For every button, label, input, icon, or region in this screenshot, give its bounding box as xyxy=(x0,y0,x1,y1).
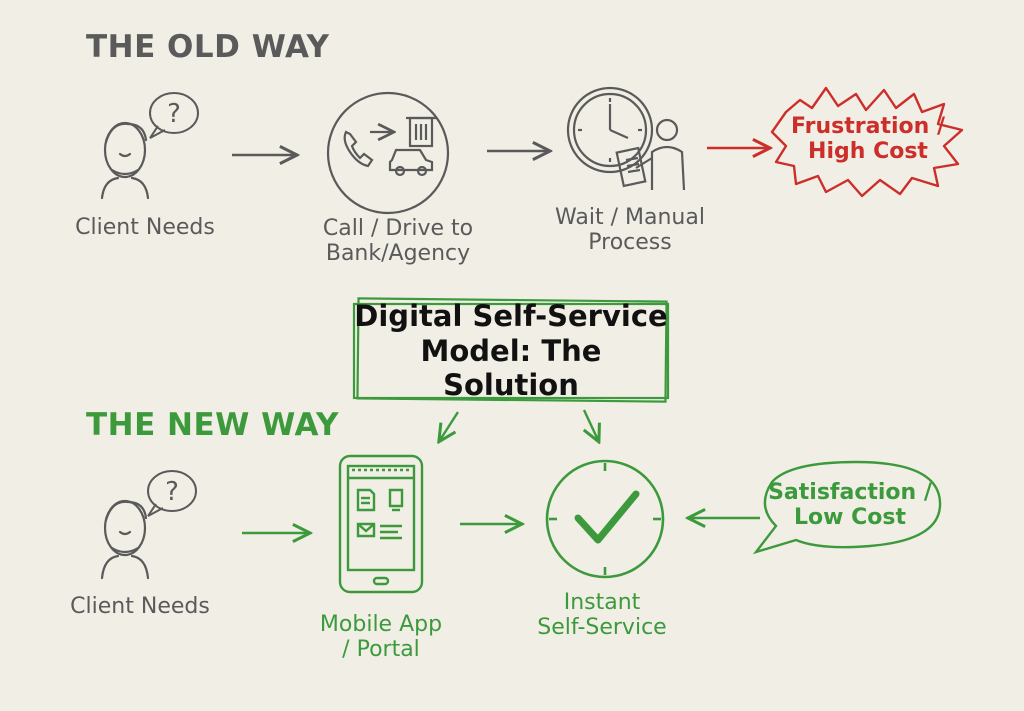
car-icon xyxy=(388,148,434,177)
new-step-client-needs: Client Needs xyxy=(70,594,210,619)
old-step-wait-manual: Wait / Manual Process xyxy=(555,205,705,256)
satisfaction-bubble-shape xyxy=(752,460,942,555)
clock-icon-old xyxy=(566,86,654,174)
call-drive-icon xyxy=(326,91,450,215)
old-step-wait-manual-text: Wait / Manual Process xyxy=(555,205,705,256)
old-step-call-drive-text: Call / Drive to Bank/Agency xyxy=(322,216,474,267)
svg-text:?: ? xyxy=(165,477,179,507)
satisfaction-line-1: Satisfaction / xyxy=(768,480,932,505)
solution-box: Digital Self-Service Model: The Solution xyxy=(354,299,668,403)
new-step-instant-self-service-text: Instant Self-Service xyxy=(537,590,667,641)
solution-line-2: Model: The Solution xyxy=(420,333,602,403)
question-bubble-icon-old: ? xyxy=(149,92,199,139)
checkmark-icon xyxy=(574,490,640,544)
frustration-line-1: Frustration / xyxy=(791,114,945,139)
new-step-mobile-app: Mobile App / Portal xyxy=(320,612,442,663)
satisfaction-line-2: Low Cost xyxy=(794,505,906,531)
checkmark-clock-icon xyxy=(545,459,665,579)
svg-text:?: ? xyxy=(167,99,181,129)
arrow-solution-to-app xyxy=(440,411,460,440)
arrow-solution-to-selfservice xyxy=(584,409,598,440)
satisfaction-outcome: Satisfaction / Low Cost xyxy=(768,480,932,531)
question-bubble-icon-new: ? xyxy=(147,470,197,517)
mobile-phone-icon xyxy=(338,454,424,594)
old-step-client-needs: Client Needs xyxy=(75,215,215,240)
new-way-heading: THE NEW WAY xyxy=(86,407,339,443)
phone-icon xyxy=(343,130,374,168)
old-step-call-drive: Call / Drive to Bank/Agency xyxy=(323,216,473,267)
solution-line-1: Digital Self-Service xyxy=(354,298,668,333)
frustration-burst-shape xyxy=(770,86,964,198)
new-step-mobile-app-text: Mobile App / Portal xyxy=(319,612,443,663)
frustration-line-2: High Cost xyxy=(808,139,928,165)
client-person-icon-new xyxy=(100,499,150,580)
solution-box-frame xyxy=(352,297,670,403)
client-person-icon-old xyxy=(100,121,150,200)
person-with-paper-icon xyxy=(615,118,686,191)
frustration-outcome: Frustration / High Cost xyxy=(791,114,945,165)
new-step-instant-self-service: Instant Self-Service xyxy=(537,590,666,641)
bank-building-icon xyxy=(406,116,436,148)
old-way-heading: THE OLD WAY xyxy=(86,29,330,65)
